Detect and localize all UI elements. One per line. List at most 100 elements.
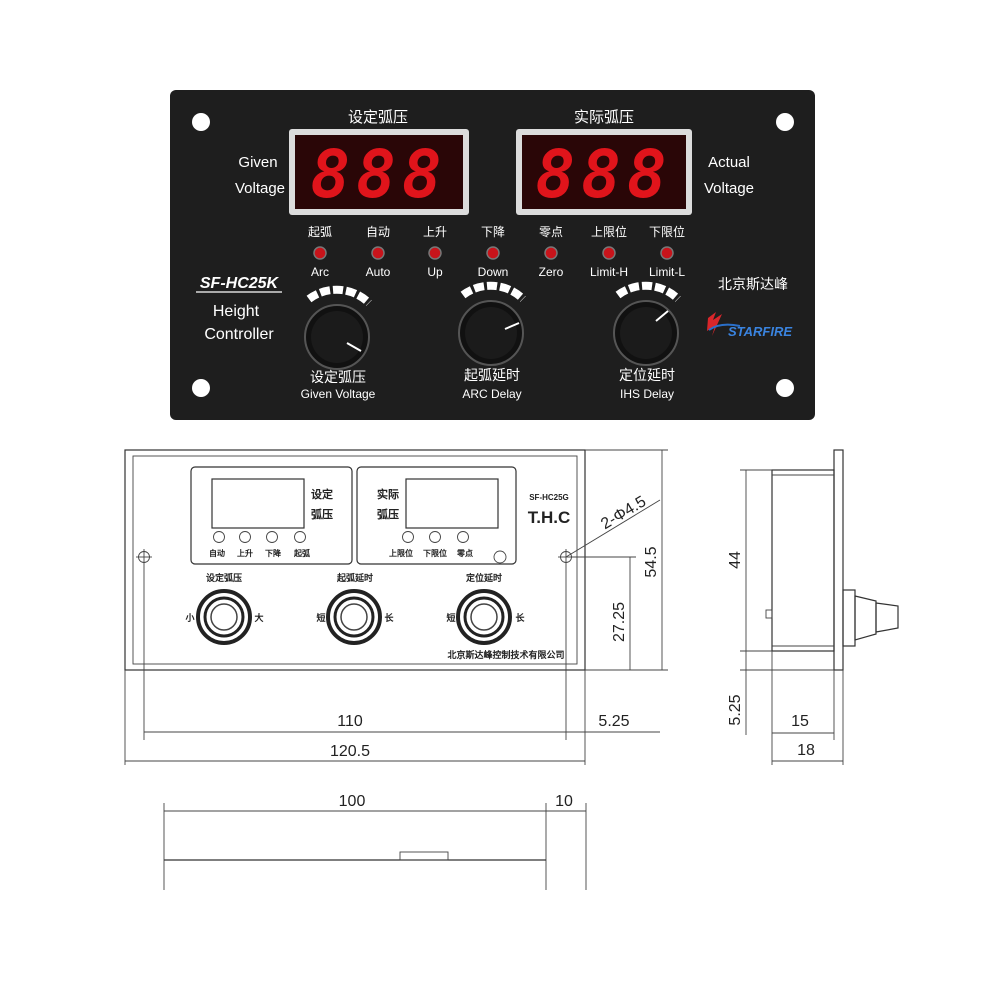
btn-limit-h-outline xyxy=(402,531,414,543)
led-auto-indicator xyxy=(371,246,385,260)
front-outline xyxy=(124,449,586,671)
mount-hole-tl xyxy=(192,113,210,131)
dim-120-5: 120.5 xyxy=(330,743,370,760)
knob-ihs-delay[interactable] xyxy=(613,281,681,366)
side-knob-cap xyxy=(875,602,899,633)
btn-auto-label: 自动 xyxy=(209,548,225,558)
knob-arc-delay-cn: 起弧延时 xyxy=(464,368,520,384)
dim-110: 110 xyxy=(337,713,363,730)
hole-callout-leader xyxy=(565,499,661,558)
actual-label-1: Actual xyxy=(708,154,750,171)
right-box-label-1: 实际 xyxy=(377,487,399,501)
actual-label-2: Voltage xyxy=(704,180,754,197)
controller-panel: 设定弧压 实际弧压 888 888 Given Voltage Actual V… xyxy=(170,90,815,420)
front-view-drawing: 设定 弧压 自动 上升 下降 起弧 实际 弧压 上限位 下限位 零点 SF-HC… xyxy=(124,449,668,765)
drawing-knob1-right: 大 xyxy=(254,612,263,623)
knob-ihs-delay-en: IHS Delay xyxy=(620,387,674,401)
drawing-knob2 xyxy=(326,589,382,645)
led-limit-l-cn: 下限位 xyxy=(649,224,685,239)
mount-hole-tr xyxy=(776,113,794,131)
led-up-indicator xyxy=(428,246,442,260)
dim-10: 10 xyxy=(555,793,573,810)
actual-voltage-title-cn: 实际弧压 xyxy=(574,108,634,126)
brand-text: STARFIRE xyxy=(728,324,792,339)
knob-given-voltage-cn: 设定弧压 xyxy=(310,370,366,386)
led-limit-l-en: Limit-L xyxy=(649,265,685,279)
dim-44: 44 xyxy=(727,551,744,569)
btn-limit-l-outline xyxy=(429,531,441,543)
btn-zero-outline xyxy=(457,531,469,543)
led-limit-h-indicator xyxy=(602,246,616,260)
led-up-cn: 上升 xyxy=(423,225,447,239)
drawing-knob1-title: 设定弧压 xyxy=(206,572,242,583)
led-down-indicator xyxy=(486,246,500,260)
dim-15: 15 xyxy=(791,713,809,730)
drawing-company: 北京斯达峰控制技术有限公司 xyxy=(447,649,564,660)
led-auto-en: Auto xyxy=(366,265,391,279)
led-down-cn: 下降 xyxy=(481,225,505,239)
hole-callout: 2-Φ4.5 xyxy=(598,493,649,533)
dim-5-25-horizontal: 5.25 xyxy=(598,713,629,730)
drawing-thc: T.H.C xyxy=(528,508,571,527)
dim-5-25-vertical: 5.25 xyxy=(727,694,744,725)
drawing-knob2-title: 起弧延时 xyxy=(336,572,373,583)
drawing-knob1 xyxy=(196,589,252,645)
btn-limit-h-label: 上限位 xyxy=(389,548,413,558)
knob-given-voltage-en: Given Voltage xyxy=(301,387,376,401)
mount-hole-bl xyxy=(192,379,210,397)
btn-down-label: 下降 xyxy=(265,548,282,558)
led-zero-indicator xyxy=(544,246,558,260)
right-display-box xyxy=(356,466,517,565)
side-body xyxy=(771,469,835,652)
right-display-window xyxy=(405,478,499,529)
btn-arc-outline xyxy=(294,531,306,543)
knob-arc-delay[interactable] xyxy=(458,281,526,366)
btn-limit-l-label: 下限位 xyxy=(423,548,447,558)
btn-arc-label: 起弧 xyxy=(293,548,310,558)
drawing-knob2-left: 短 xyxy=(316,612,325,623)
knob-given-voltage[interactable] xyxy=(304,285,372,370)
led-limit-h-cn: 上限位 xyxy=(591,224,627,239)
drawing-knob3-left: 短 xyxy=(446,612,455,623)
led-limit-h-en: Limit-H xyxy=(590,265,628,279)
led-arc-en: Arc xyxy=(311,265,329,279)
status-led-outline xyxy=(493,550,507,564)
actual-voltage-digits: 888 xyxy=(535,136,672,213)
led-up-en: Up xyxy=(427,265,443,279)
side-knob-shaft xyxy=(854,595,877,641)
given-voltage-display: 888 xyxy=(289,129,469,215)
left-display-window xyxy=(211,478,305,529)
knob-arc-delay-en: ARC Delay xyxy=(462,387,521,401)
drawing-model: SF-HC25G xyxy=(529,493,569,502)
drawing-knob3-right: 长 xyxy=(515,612,525,623)
drawing-knob1-left: 小 xyxy=(184,612,194,623)
drawing-knob3-title: 定位延时 xyxy=(465,572,502,583)
left-display-box xyxy=(190,466,353,565)
led-limit-l-indicator xyxy=(660,246,674,260)
given-voltage-title-cn: 设定弧压 xyxy=(348,108,408,126)
given-label-1: Given xyxy=(238,154,277,171)
led-auto-cn: 自动 xyxy=(366,225,390,239)
left-box-label-1: 设定 xyxy=(311,487,333,501)
mount-hole-br xyxy=(776,379,794,397)
front-inner-outline xyxy=(132,455,578,665)
btn-auto-outline xyxy=(213,531,225,543)
panel-model: SF-HC25K xyxy=(200,275,280,292)
dim-54-5: 54.5 xyxy=(643,546,660,577)
dim-100: 100 xyxy=(339,793,366,810)
btn-down-outline xyxy=(266,531,278,543)
left-box-label-2: 弧压 xyxy=(311,507,333,521)
dim-18: 18 xyxy=(797,742,815,759)
led-arc-indicator xyxy=(313,246,327,260)
knob-ihs-delay-cn: 定位延时 xyxy=(619,368,675,384)
led-arc-cn: 起弧 xyxy=(308,225,332,239)
btn-up-label: 上升 xyxy=(237,548,253,558)
led-zero-cn: 零点 xyxy=(539,225,563,239)
side-knob-base xyxy=(842,589,856,647)
led-row: 起弧 Arc 自动 Auto 上升 Up 下降 Down 零点 Zero 上限位… xyxy=(308,224,685,279)
right-box-label-2: 弧压 xyxy=(377,507,399,521)
drawing-knob3 xyxy=(456,589,512,645)
given-label-2: Voltage xyxy=(235,180,285,197)
given-voltage-digits: 888 xyxy=(310,136,447,213)
